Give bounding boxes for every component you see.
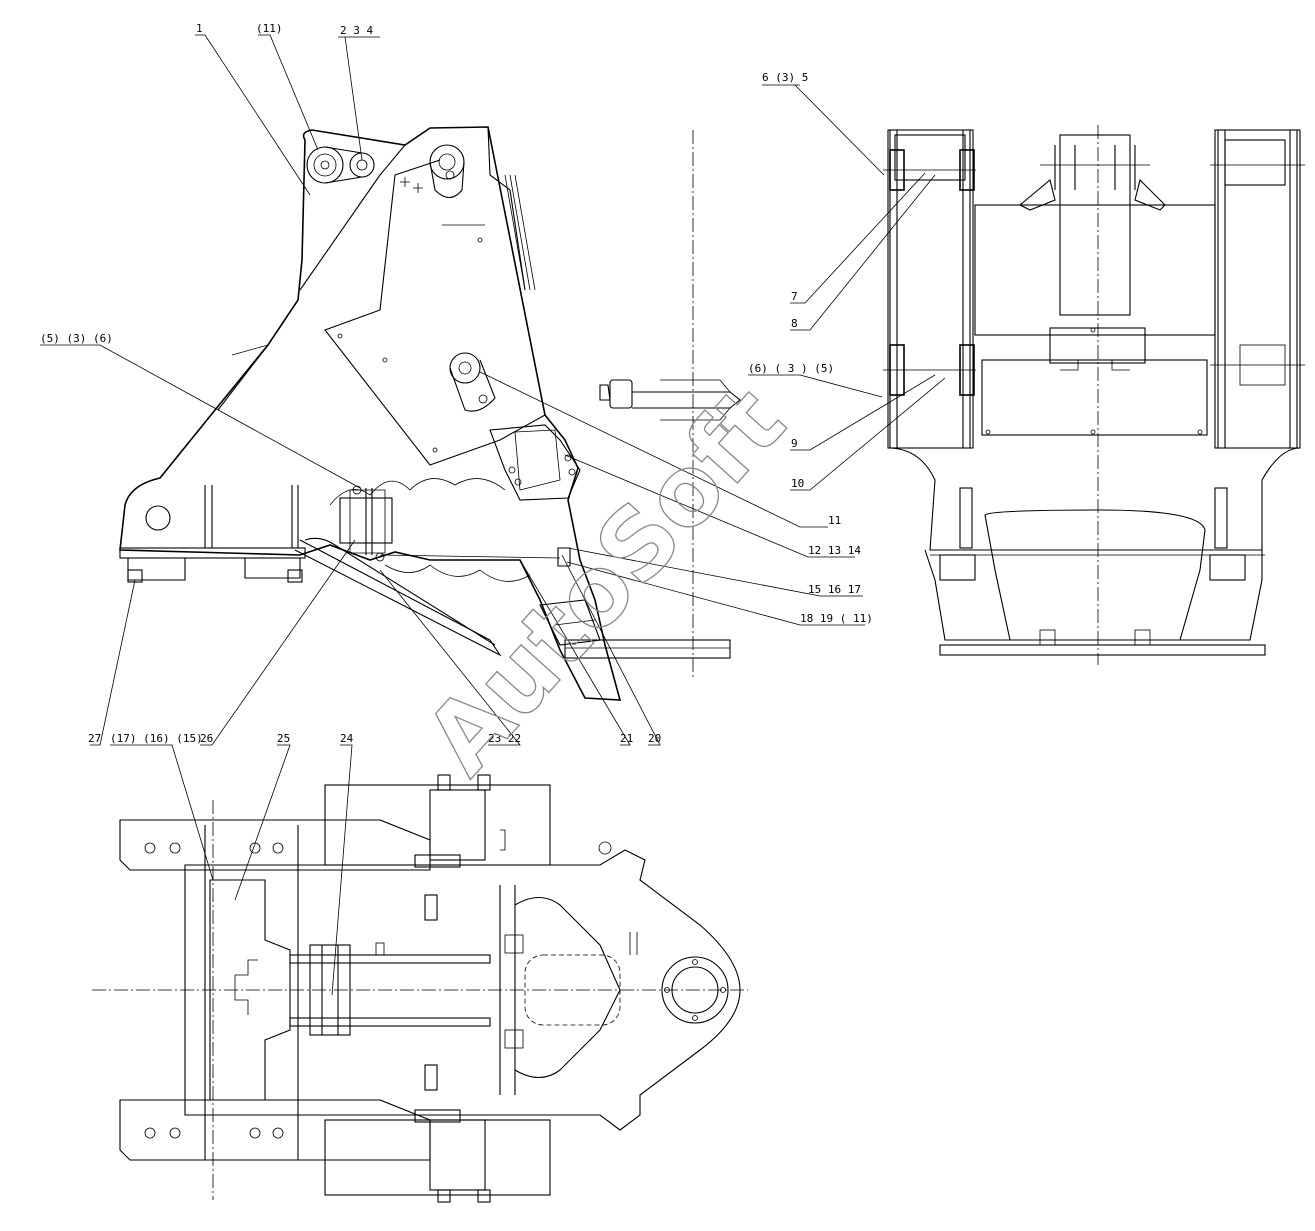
callout-15-16-17: 15 16 17 (808, 583, 861, 596)
callout-11: 11 (828, 514, 841, 527)
callout-26: 26 (200, 732, 213, 745)
callout-23-22: 23 22 (488, 732, 521, 745)
callout-6-3-5: 6 (3) 5 (762, 71, 808, 84)
leader-lines (40, 34, 946, 996)
watermark-text: AutoSoft (404, 366, 807, 796)
callout-labels: 1 (11) 2 3 4 6 (3) 5 7 8 (5) (3) (6) (6)… (40, 22, 873, 745)
pin-boss-1 (306, 146, 344, 184)
callout-8: 8 (791, 317, 798, 330)
pin-boss-2 (349, 152, 375, 178)
callout-2-3-4: 2 3 4 (340, 24, 373, 37)
callout-18-19-11: 18 19 ( 11) (800, 612, 873, 625)
callout-11-top: (11) (256, 22, 283, 35)
callout-12-13-14: 12 13 14 (808, 544, 861, 557)
callout-9: 9 (791, 437, 798, 450)
callout-6-3-5-b: (6) ( 3 ) (5) (748, 362, 834, 375)
hub-circle-outer (661, 956, 729, 1024)
callout-27: 27 (88, 732, 101, 745)
plan-view (92, 774, 748, 1203)
pin-boss-4 (449, 352, 481, 384)
callout-7: 7 (791, 290, 798, 303)
front-view (883, 125, 1305, 665)
side-view (119, 126, 741, 701)
callout-20: 20 (648, 732, 661, 745)
callout-10: 10 (791, 477, 804, 490)
callout-1: 1 (196, 22, 203, 35)
callout-5-3-6: (5) (3) (6) (40, 332, 113, 345)
callout-21: 21 (620, 732, 633, 745)
callout-24: 24 (340, 732, 354, 745)
callout-17-16-15: (17) (16) (15) (110, 732, 203, 745)
callout-25: 25 (277, 732, 290, 745)
